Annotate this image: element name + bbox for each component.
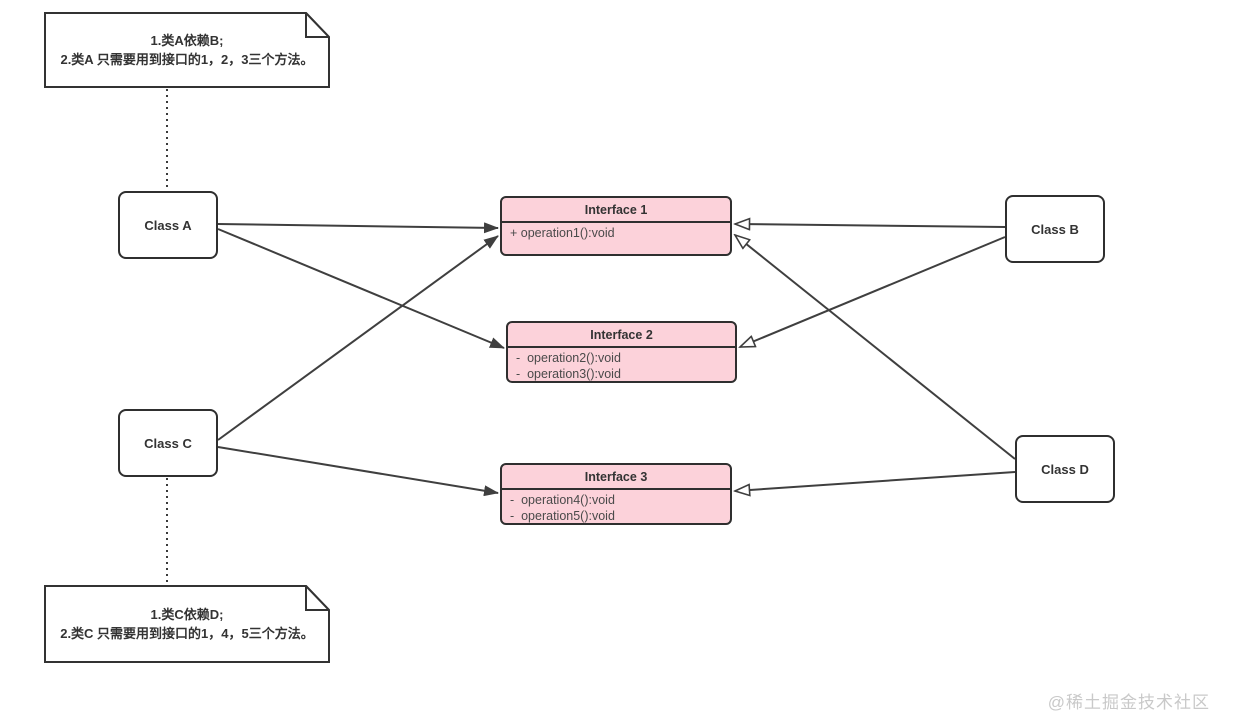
interface-2-box: Interface 2 - operation2():void - operat… xyxy=(506,321,737,383)
interface-3-box: Interface 3 - operation4():void - operat… xyxy=(500,463,732,525)
interface-2-operation: - operation2():void xyxy=(516,351,621,365)
edge-class-d-to-interface-1 xyxy=(735,235,1016,460)
edge-class-b-to-interface-1 xyxy=(735,224,1006,227)
class-c-label: Class C xyxy=(144,435,192,451)
class-c-box: Class C xyxy=(118,409,218,477)
watermark-text: @稀土掘金技术社区 xyxy=(1047,693,1210,712)
note-class-c-dependency: 1.类C依赖D; 2.类C 只需要用到接口的1，4，5三个方法。 xyxy=(44,585,330,663)
note-line: 1.类C依赖D; xyxy=(150,607,224,622)
class-b-box: Class B xyxy=(1005,195,1105,263)
note-class-a-dependency: 1.类A依赖B; 2.类A 只需要用到接口的1，2，3三个方法。 xyxy=(44,12,330,88)
note-line: 2.类C 只需要用到接口的1，4，5三个方法。 xyxy=(60,626,314,641)
class-b-label: Class B xyxy=(1031,221,1079,237)
note-shape xyxy=(44,12,330,88)
interface-1-operation: + operation1():void xyxy=(510,226,615,240)
edge-class-c-to-interface-1 xyxy=(217,235,499,441)
edge-class-c-to-interface-3 xyxy=(217,446,499,497)
interface-3-operation: - operation5():void xyxy=(510,509,615,523)
interface-3-title: Interface 3 xyxy=(502,465,730,490)
class-d-label: Class D xyxy=(1041,461,1089,477)
class-a-label: Class A xyxy=(144,217,192,233)
note-line: 1.类A依赖B; xyxy=(150,33,224,48)
edge-class-b-to-interface-2 xyxy=(740,236,1006,348)
note-line: 2.类A 只需要用到接口的1，2，3三个方法。 xyxy=(60,52,314,67)
class-d-box: Class D xyxy=(1015,435,1115,503)
edge-class-a-to-interface-1 xyxy=(217,222,499,234)
edge-class-d-to-interface-3 xyxy=(735,471,1016,491)
edge-class-a-to-interface-2 xyxy=(217,228,505,349)
interface-2-operation: - operation3():void xyxy=(516,367,621,381)
interface-2-title: Interface 2 xyxy=(508,323,735,348)
note-shape xyxy=(44,585,330,663)
interface-3-operation: - operation4():void xyxy=(510,493,615,507)
interface-1-box: Interface 1 + operation1():void xyxy=(500,196,732,256)
class-a-box: Class A xyxy=(118,191,218,259)
interface-1-title: Interface 1 xyxy=(502,198,730,223)
